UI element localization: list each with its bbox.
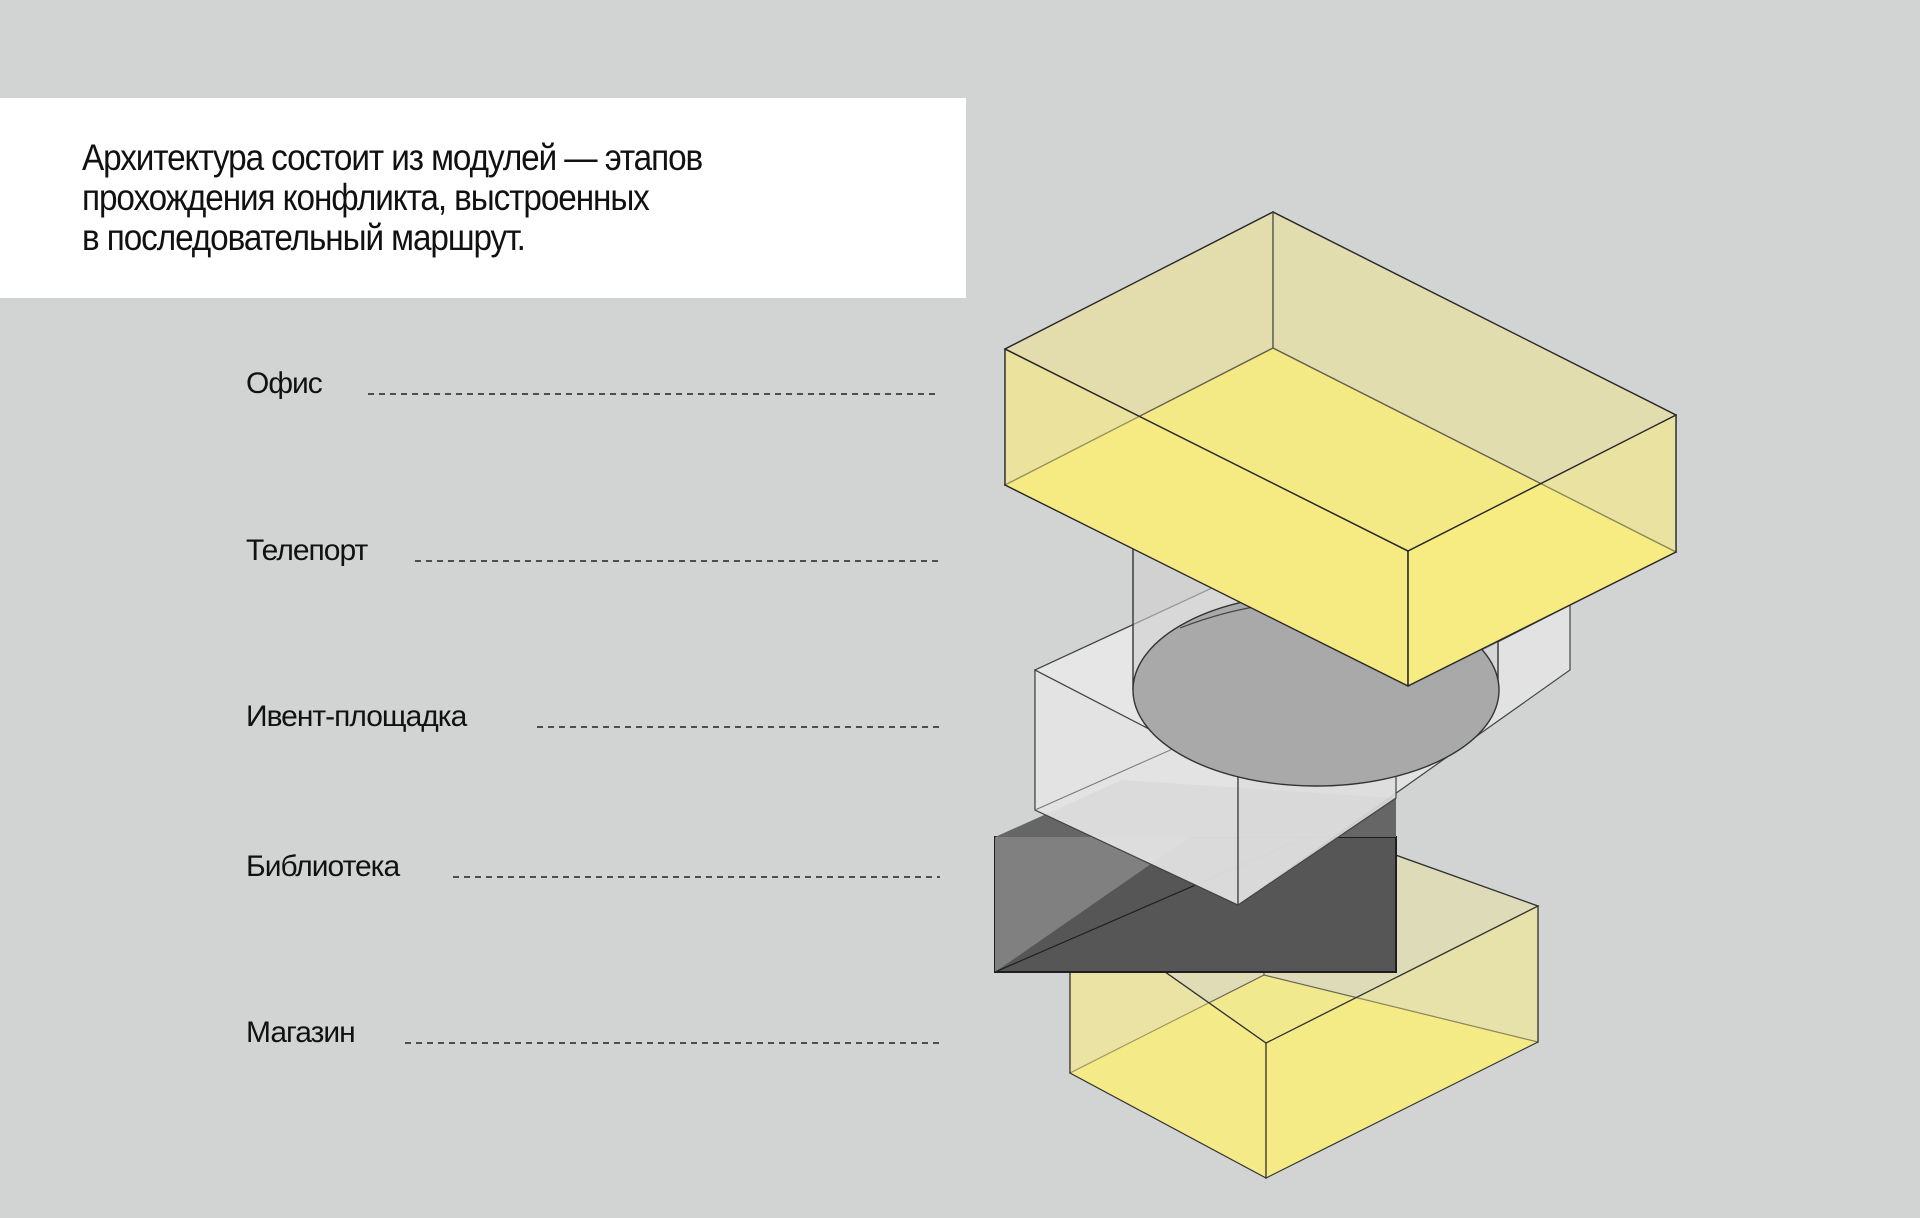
office-edge-front-top xyxy=(1004,348,1409,552)
label-event: Ивент-площадка xyxy=(246,700,468,733)
label-shop: Магазин xyxy=(246,1016,355,1049)
label-library-group: Библиотека xyxy=(246,850,940,883)
library-light-facet xyxy=(995,837,1190,972)
label-event-group: Ивент-площадка xyxy=(246,700,940,733)
intro-line-1: Архитектура состоит из модулей — этапов xyxy=(82,137,703,178)
intro-line-2: прохождения конфликта, выстроенных xyxy=(82,177,650,218)
label-library: Библиотека xyxy=(246,850,400,883)
label-office-group: Офис xyxy=(246,367,940,400)
intro-panel xyxy=(0,98,966,298)
intro-line-3: в последовательный маршрут. xyxy=(82,217,526,258)
label-office: Офис xyxy=(246,367,323,400)
module-office xyxy=(1003,210,1678,688)
label-teleport-group: Телепорт xyxy=(246,534,940,567)
label-shop-group: Магазин xyxy=(246,1016,940,1049)
intro-text: Архитектура состоит из модулей — этапов … xyxy=(82,138,820,258)
label-teleport: Телепорт xyxy=(246,534,368,567)
